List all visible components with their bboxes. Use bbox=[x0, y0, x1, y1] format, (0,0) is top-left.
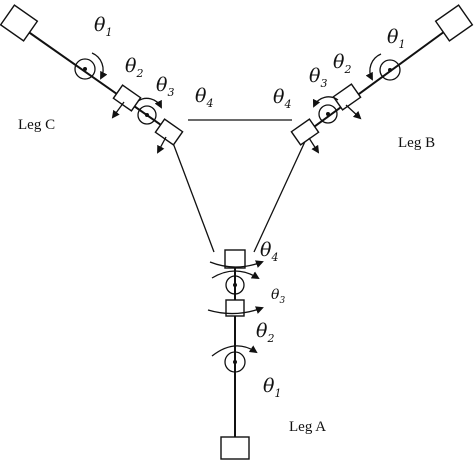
label-b-theta1: θ1 bbox=[387, 26, 405, 51]
leg-c-joint-1 bbox=[74, 52, 108, 80]
label-b-theta4: θ4 bbox=[273, 86, 291, 111]
leg-labels: Leg C Leg B Leg A bbox=[18, 117, 435, 435]
label-b-theta3: θ3 bbox=[309, 65, 327, 90]
label-c-theta4: θ4 bbox=[195, 85, 213, 110]
platform-triangle bbox=[169, 119, 309, 253]
leg-c-label: Leg C bbox=[18, 117, 55, 133]
leg-a-base-block bbox=[220, 436, 250, 460]
leg-a-platform-joint bbox=[224, 249, 246, 269]
leg-a-prismatic-joint bbox=[225, 299, 245, 317]
label-c-theta2: θ2 bbox=[125, 55, 143, 80]
leg-c bbox=[0, 4, 184, 154]
label-a-theta1: θ1 bbox=[263, 375, 281, 400]
leg-a-joint-1 bbox=[211, 345, 258, 373]
leg-b-platform-joint bbox=[290, 118, 320, 146]
leg-c-joint-3 bbox=[137, 97, 162, 125]
label-a-theta2: θ2 bbox=[256, 320, 274, 345]
label-b-theta2: θ2 bbox=[333, 51, 351, 76]
label-c-theta3: θ3 bbox=[156, 74, 174, 99]
leg-b-base-block bbox=[434, 4, 474, 42]
leg-b-joint-3 bbox=[312, 96, 339, 124]
leg-a-label: Leg A bbox=[289, 419, 326, 435]
label-c-theta1: θ1 bbox=[94, 14, 112, 39]
leg-a bbox=[207, 249, 264, 460]
theta-labels: θ1 θ2 θ3 θ4 θ1 θ2 θ3 θ4 θ4 θ3 θ2 θ1 bbox=[94, 14, 405, 400]
leg-a-joint-3 bbox=[211, 270, 260, 295]
leg-b-prismatic-joint bbox=[332, 83, 362, 111]
label-a-theta3: θ3 bbox=[271, 287, 285, 306]
label-a-theta4: θ4 bbox=[260, 239, 278, 264]
leg-c-platform-joint bbox=[154, 118, 184, 146]
leg-b bbox=[290, 4, 474, 154]
leg-b-joint-1 bbox=[365, 53, 401, 81]
leg-c-base-block bbox=[0, 4, 39, 42]
leg-b-label: Leg B bbox=[398, 135, 435, 151]
